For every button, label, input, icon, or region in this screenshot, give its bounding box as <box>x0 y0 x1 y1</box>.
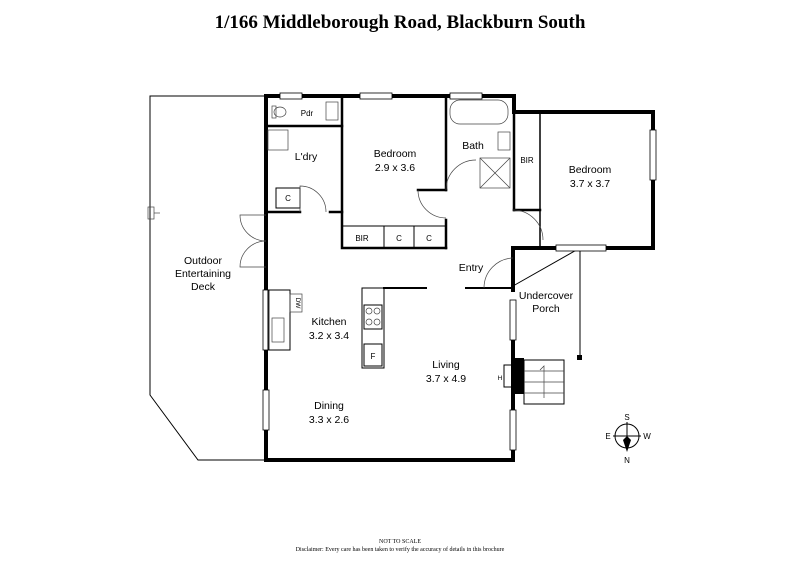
compass-needle-icon <box>623 436 631 452</box>
deck-outline <box>149 95 267 461</box>
footer: NOT TO SCALE Disclaimer: Every care has … <box>0 538 800 554</box>
heater-label: H <box>498 375 503 382</box>
disclaimer: Disclaimer: Every care has been taken to… <box>295 547 505 553</box>
porch-step-block <box>514 358 524 394</box>
pdr-basin <box>325 101 339 121</box>
bir1-label: BIR <box>355 234 369 243</box>
kitchen-size: 3.2 x 3.4 <box>309 330 349 342</box>
deck-door-lower <box>239 240 267 268</box>
deck-label-2: Entertaining <box>175 268 231 280</box>
compass-e: E <box>605 432 610 441</box>
deck-door-upper <box>239 214 267 242</box>
kitchen-side-bench <box>267 289 291 351</box>
dishwasher-label: DW <box>294 298 301 310</box>
exterior-wall-main <box>264 94 515 462</box>
bedroom2-door <box>512 209 544 241</box>
bedroom1-name: Bedroom <box>374 148 417 160</box>
cupboard2-label: C <box>396 234 402 243</box>
porch-post <box>577 355 582 360</box>
kitchen-name: Kitchen <box>311 316 346 328</box>
bir-row <box>341 225 447 249</box>
compass-s: S <box>624 413 629 422</box>
bedroom1-size: 2.9 x 3.6 <box>375 162 415 174</box>
shower <box>479 157 511 189</box>
window-bedroom2-bottom <box>555 244 607 252</box>
heater <box>503 364 514 388</box>
window-bedroom1 <box>359 92 393 100</box>
porch-label-1: Undercover <box>519 290 574 302</box>
entry-label: Entry <box>459 262 484 274</box>
pdr-label: Pdr <box>301 109 314 118</box>
window-living-lower <box>509 409 517 451</box>
sink <box>271 317 285 343</box>
bedroom1-door <box>417 189 447 219</box>
dining-name: Dining <box>314 400 344 412</box>
deck-door-marker <box>147 206 155 220</box>
fridge <box>363 343 383 367</box>
bath-label: Bath <box>462 140 484 152</box>
kitchen-bench <box>361 287 385 369</box>
living-size: 3.7 x 4.9 <box>426 373 466 385</box>
dishwasher <box>289 293 303 313</box>
bathtub <box>449 99 509 125</box>
scale-note: NOT TO SCALE <box>378 539 421 545</box>
window-living <box>509 299 517 341</box>
living-name: Living <box>432 359 460 371</box>
laundry-label: L'dry <box>295 151 318 163</box>
toilet <box>273 106 287 118</box>
cooktop <box>363 304 383 330</box>
compass: S N E W <box>605 413 651 465</box>
exterior-wall-bedroom2 <box>511 110 655 292</box>
steps-arrow <box>539 365 545 398</box>
bir2 <box>513 111 541 211</box>
compass-w: W <box>643 432 651 441</box>
toilet-cistern <box>271 105 277 119</box>
bir2-label: BIR <box>520 156 534 165</box>
compass-n: N <box>624 456 630 465</box>
deck-label-1: Outdoor <box>184 255 222 267</box>
window-bath <box>449 92 483 100</box>
entry-door <box>483 257 514 289</box>
cupboard3-label: C <box>426 234 432 243</box>
laundry-tub <box>267 129 289 151</box>
deck-label-3: Deck <box>191 281 216 293</box>
plan-title: 1/166 Middleborough Road, Blackburn Sout… <box>214 12 586 33</box>
cupboard1-label: C <box>285 194 291 203</box>
window-bedroom2-side <box>649 129 657 181</box>
bath-door <box>445 159 477 191</box>
window-pdr <box>279 92 303 100</box>
window-kitchen <box>262 289 270 351</box>
bedroom2-name: Bedroom <box>569 164 612 176</box>
ldry-door <box>299 185 327 213</box>
bedroom2-size: 3.7 x 3.7 <box>570 178 610 190</box>
fridge-label: F <box>371 352 376 361</box>
bath-basin <box>497 131 511 151</box>
porch-label-2: Porch <box>532 303 560 315</box>
dining-size: 3.3 x 2.6 <box>309 414 349 426</box>
window-dining <box>262 389 270 431</box>
